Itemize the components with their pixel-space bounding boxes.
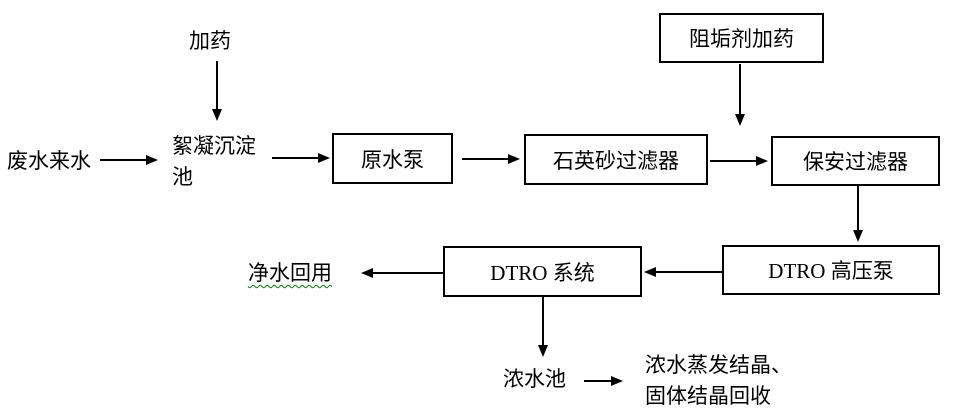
- arrow-shaft: [462, 158, 508, 160]
- arrow-shaft: [656, 271, 722, 273]
- arrow-head: [735, 114, 745, 126]
- node-quartz-sand-filter: 石英砂过滤器: [524, 134, 708, 185]
- node-dtro-system: DTRO 系统: [443, 246, 642, 297]
- arrow-pump-to-dtro-system: [644, 267, 722, 277]
- arrow-cartridge-filter-to-pump: [853, 186, 863, 242]
- arrow-dtro-system-to-clean-water: [361, 268, 443, 278]
- label-clean-water-reuse: 净水回用: [248, 261, 332, 285]
- arrow-raw-pump-to-quartz-filter: [462, 154, 520, 164]
- arrow-head: [508, 154, 520, 164]
- arrow-flocculation-to-raw-pump: [272, 153, 330, 163]
- node-cartridge-filter: 保安过滤器: [771, 136, 940, 186]
- arrow-shaft: [857, 186, 859, 230]
- label-flocculation-sedimentation-tank: 絮凝沉淀 池: [172, 134, 256, 189]
- arrow-head: [644, 267, 656, 277]
- arrow-head: [853, 230, 863, 242]
- arrow-head: [538, 345, 548, 357]
- label-concentrate-tank: 浓水池: [503, 367, 566, 391]
- arrow-antiscalant-to-cartridge-filter: [735, 64, 745, 126]
- arrow-shaft: [542, 297, 544, 345]
- arrow-quartz-filter-to-cartridge-filter: [710, 156, 768, 166]
- label-dosing: 加药: [189, 29, 231, 53]
- node-raw-water-pump: 原水泵: [332, 133, 453, 184]
- arrow-shaft: [272, 157, 318, 159]
- arrow-shaft: [710, 160, 756, 162]
- arrow-inflow-to-flocculation: [100, 155, 158, 165]
- arrow-shaft: [739, 64, 741, 114]
- arrow-dosing-to-flocculation: [212, 61, 222, 121]
- node-antiscalant-dosing: 阻垢剂加药: [659, 13, 824, 63]
- arrow-head: [756, 156, 768, 166]
- arrow-shaft: [584, 380, 611, 382]
- arrow-head: [318, 153, 330, 163]
- arrow-head: [361, 268, 373, 278]
- arrow-concentrate-tank-to-crystallization: [584, 376, 623, 386]
- arrow-dtro-system-to-concentrate-tank: [538, 297, 548, 357]
- label-wastewater-inflow: 废水来水: [7, 149, 91, 173]
- arrow-shaft: [373, 272, 443, 274]
- arrow-head: [146, 155, 158, 165]
- arrow-shaft: [216, 61, 218, 109]
- label-concentrate-evaporation-crystallization: 浓水蒸发结晶、 固体结晶回收: [645, 353, 792, 408]
- arrow-head: [611, 376, 623, 386]
- arrow-shaft: [100, 159, 146, 161]
- arrow-head: [212, 109, 222, 121]
- node-dtro-high-pressure-pump: DTRO 高压泵: [722, 245, 940, 295]
